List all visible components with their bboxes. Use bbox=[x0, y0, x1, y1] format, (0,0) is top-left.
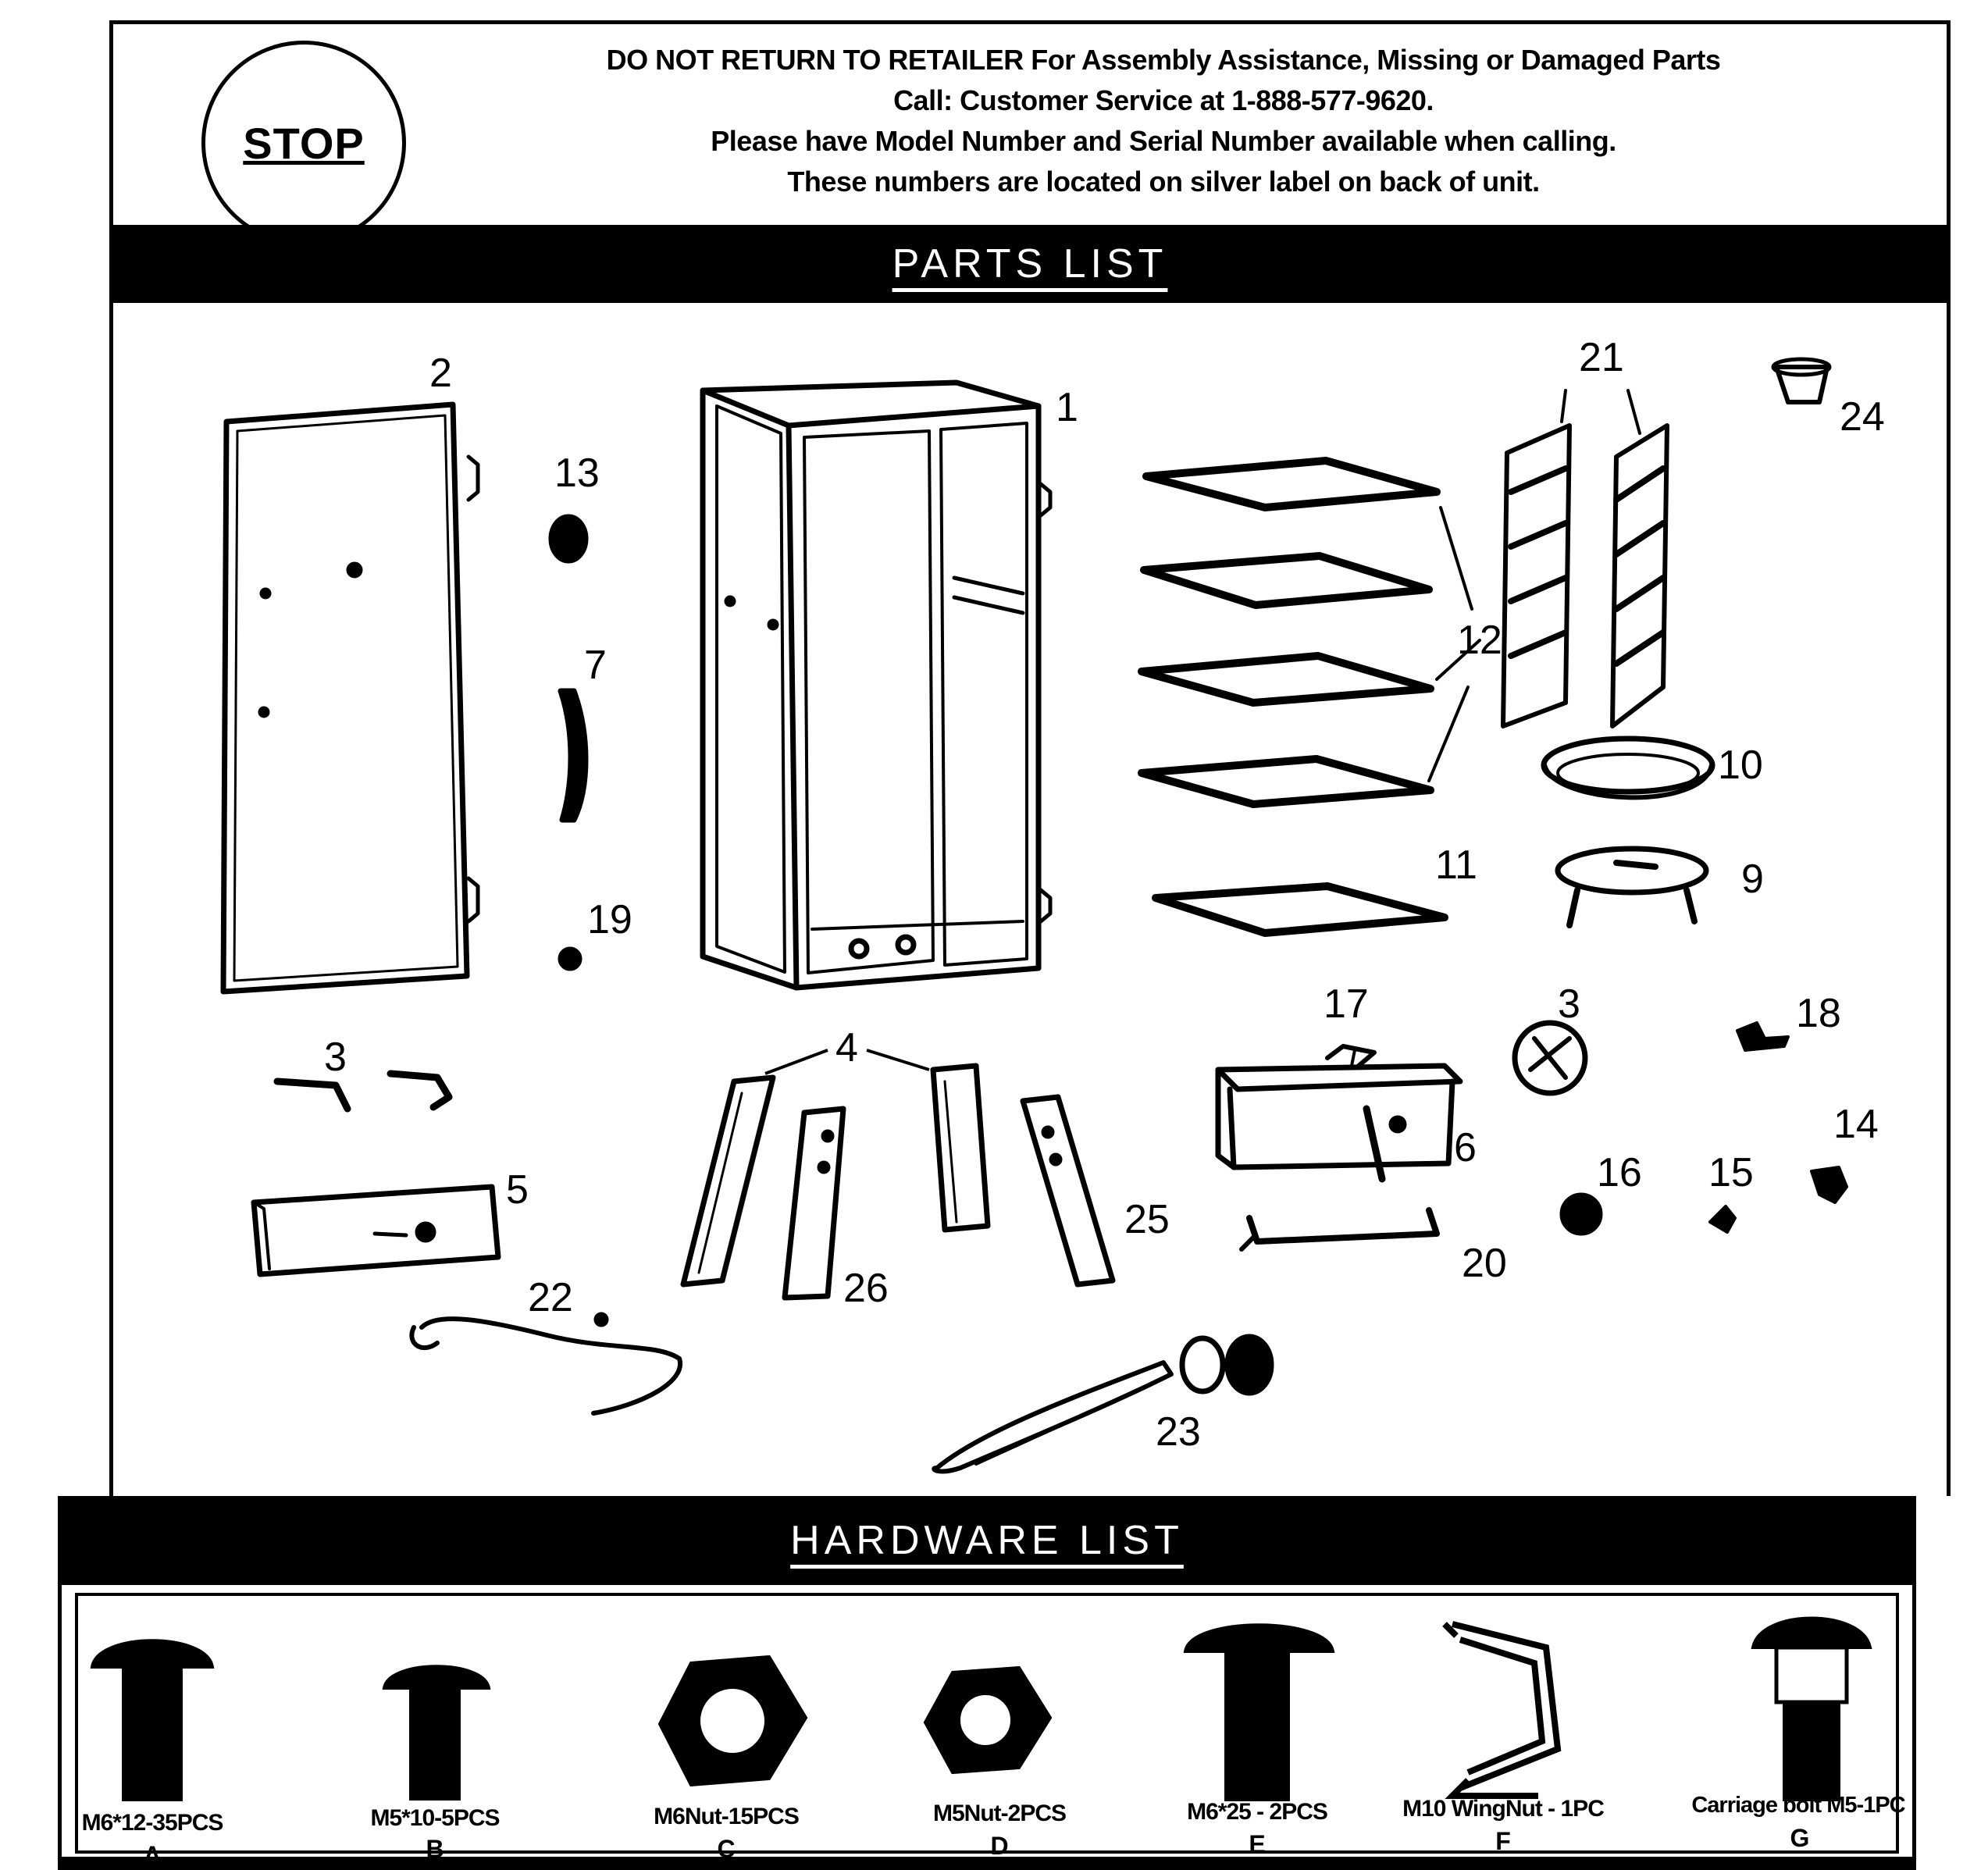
notice-line-1: DO NOT RETURN TO RETAILER For Assembly A… bbox=[606, 44, 1721, 76]
callout-3-hinges: 3 bbox=[324, 1035, 347, 1080]
part-6-burner-box bbox=[1215, 1044, 1463, 1183]
callout-4: 4 bbox=[835, 1025, 858, 1070]
callout-20: 20 bbox=[1462, 1241, 1507, 1286]
hardware-list-bottom-border bbox=[58, 1857, 1916, 1870]
callout-11: 11 bbox=[1435, 842, 1477, 888]
callout-18: 18 bbox=[1796, 991, 1841, 1036]
part-2-door-panel bbox=[220, 401, 480, 995]
hardware-list-title: HARDWARE LIST bbox=[790, 1518, 1184, 1563]
callout-17: 17 bbox=[1324, 981, 1369, 1027]
callout-9: 9 bbox=[1741, 857, 1764, 902]
callout-14: 14 bbox=[1833, 1102, 1879, 1147]
hardware-list-header: HARDWARE LIST bbox=[58, 1496, 1916, 1585]
hardware-letter-d: D bbox=[990, 1832, 1009, 1860]
notice-line-3: Please have Model Number and Serial Numb… bbox=[711, 125, 1616, 157]
callout-26: 26 bbox=[843, 1266, 889, 1311]
notice-line-4: These numbers are located on silver labe… bbox=[787, 166, 1540, 198]
parts-list-title: PARTS LIST bbox=[892, 241, 1168, 287]
hardware-label-c: M6Nut-15PCS bbox=[654, 1804, 800, 1829]
callout-12: 12 bbox=[1457, 618, 1502, 663]
parts-list-frame bbox=[109, 20, 1951, 1496]
callout-1: 1 bbox=[1056, 385, 1078, 430]
hardware-label-f: M10 WingNut - 1PC bbox=[1402, 1796, 1605, 1822]
parts-list-header: PARTS LIST bbox=[109, 225, 1951, 303]
callout-16: 16 bbox=[1597, 1150, 1642, 1195]
notice-line-2: Call: Customer Service at 1-888-577-9620… bbox=[893, 84, 1434, 116]
callout-13: 13 bbox=[554, 451, 600, 496]
hardware-label-d: M5Nut-2PCS bbox=[932, 1801, 1067, 1826]
part-1-cabinet-body bbox=[700, 379, 1053, 991]
callout-24: 24 bbox=[1840, 394, 1885, 440]
callout-23: 23 bbox=[1156, 1409, 1201, 1455]
callout-2: 2 bbox=[429, 351, 452, 396]
hardware-letter-a: A bbox=[143, 1841, 162, 1869]
hardware-label-e: M6*25 - 2PCS bbox=[1187, 1799, 1328, 1825]
hardware-label-b: M5*10-5PCS bbox=[370, 1805, 500, 1831]
hardware-label-g: Carriage bolt M5-1PC bbox=[1691, 1793, 1905, 1818]
callout-25: 25 bbox=[1124, 1197, 1170, 1242]
hardware-list-frame bbox=[58, 1496, 1916, 1870]
hardware-list-box bbox=[75, 1593, 1899, 1854]
part-5-control-box bbox=[251, 1184, 501, 1277]
hardware-letter-e: E bbox=[1249, 1830, 1266, 1858]
callout-15: 15 bbox=[1708, 1150, 1754, 1195]
callout-6: 6 bbox=[1454, 1125, 1477, 1170]
callout-3-fan: 3 bbox=[1558, 981, 1580, 1027]
hardware-letter-b: B bbox=[426, 1835, 444, 1863]
callout-21: 21 bbox=[1579, 335, 1624, 380]
callout-10: 10 bbox=[1718, 743, 1763, 788]
callout-5: 5 bbox=[506, 1167, 529, 1213]
hardware-letter-g: G bbox=[1790, 1824, 1810, 1852]
callout-22: 22 bbox=[528, 1275, 573, 1320]
callout-7: 7 bbox=[584, 643, 607, 688]
stop-label: STOP bbox=[243, 118, 365, 168]
hardware-letter-f: F bbox=[1495, 1827, 1511, 1855]
callout-19: 19 bbox=[587, 897, 632, 942]
hardware-label-a: M6*12-35PCS bbox=[81, 1810, 224, 1836]
hardware-letter-c: C bbox=[717, 1835, 736, 1863]
